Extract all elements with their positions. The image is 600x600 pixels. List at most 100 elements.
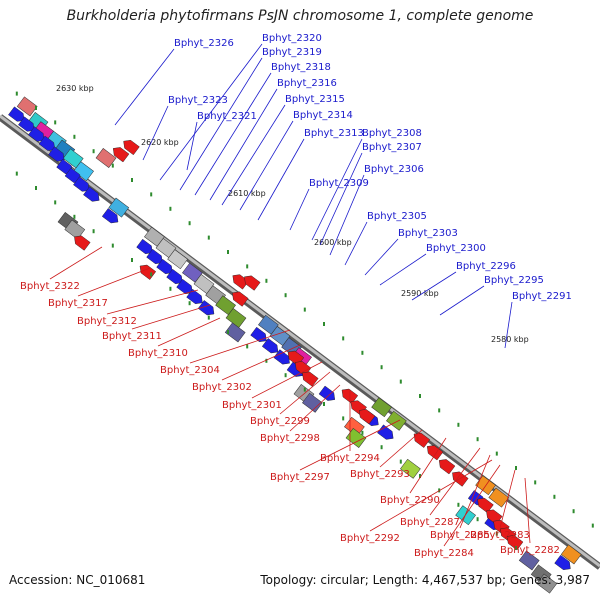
leader-line-reverse-12 — [379, 429, 423, 468]
scale-label-3: 2600 kbp — [314, 238, 352, 247]
reverse-gene-arrow-53 — [123, 139, 140, 156]
scale-tick-384-1 — [323, 322, 325, 326]
scale-tick-216-0 — [150, 272, 153, 277]
forward-gene-arrow-40 — [318, 385, 336, 401]
scale-label-5: 2580 kbp — [491, 335, 529, 344]
leader-line-reverse-0 — [49, 246, 103, 280]
leader-line-forward-4 — [179, 57, 263, 191]
scale-tick-624-0 — [476, 517, 479, 522]
reverse-gene-arrow-56 — [74, 235, 91, 251]
gene-box-49 — [560, 544, 582, 565]
gene-box-55 — [64, 219, 86, 240]
forward-gene-arrow-30 — [186, 288, 203, 305]
gene-box-41 — [371, 397, 392, 418]
leader-line-forward-18 — [439, 285, 485, 316]
scale-tick-552-1 — [457, 422, 460, 427]
forward-gene-arrow-26 — [146, 248, 163, 265]
forward-gene-arrow-36 — [250, 326, 267, 343]
forward-gene-arrow-44 — [377, 424, 394, 440]
leader-line-reverse-5 — [189, 329, 291, 364]
scale-tick-120-0 — [73, 214, 76, 219]
scale-tick-528-1 — [438, 408, 441, 413]
scale-tick-528-0 — [399, 459, 402, 464]
leader-line-reverse-13 — [409, 437, 447, 494]
leader-line-reverse-8 — [279, 371, 331, 415]
leader-line-forward-13 — [329, 174, 365, 256]
reverse-gene-arrow-76 — [452, 471, 469, 487]
scale-tick-72-1 — [73, 134, 76, 139]
scale-tick-360-0 — [265, 358, 268, 363]
leader-line-reverse-17 — [443, 464, 501, 547]
genome-summary: Topology: circular; Length: 4,467,537 bp… — [260, 573, 590, 587]
scale-tick-96-1 — [92, 149, 95, 154]
forward-gene-arrow-31 — [197, 300, 215, 316]
scale-tick-360-1 — [303, 307, 306, 312]
scale-tick-192-0 — [131, 258, 133, 262]
gene-label-forward-5: Bphyt_2318 — [271, 62, 331, 73]
gene-label-reverse-1: Bphyt_2317 — [48, 298, 108, 309]
scale-tick-192-1 — [169, 206, 172, 211]
gene-label-forward-9: Bphyt_2313 — [304, 128, 364, 139]
leader-line-forward-14 — [344, 221, 368, 266]
reverse-gene-arrow-57 — [139, 264, 157, 280]
leader-line-forward-9 — [257, 138, 305, 221]
gene-box-42 — [386, 410, 407, 431]
forward-gene-arrow-28 — [166, 268, 183, 285]
gene-label-reverse-8: Bphyt_2299 — [250, 416, 310, 427]
map-title: Burkholderia phytofirmans PsJN chromosom… — [66, 8, 534, 24]
gene-label-reverse-18: Bphyt_2283 — [470, 530, 530, 541]
scale-tick-288-1 — [246, 264, 249, 269]
reverse-gene-arrow-52 — [112, 147, 130, 163]
gene-box-0 — [16, 96, 38, 117]
scale-tick-144-1 — [131, 178, 133, 182]
reverse-gene-arrow-59 — [244, 275, 261, 291]
gene-label-reverse-2: Bphyt_2312 — [77, 316, 137, 327]
gene-label-forward-0: Bphyt_2326 — [174, 38, 234, 49]
scale-tick-576-1 — [476, 437, 479, 442]
scale-tick-264-1 — [227, 250, 229, 254]
gene-label-forward-2: Bphyt_2321 — [197, 111, 257, 122]
leader-line-reverse-3 — [131, 304, 211, 330]
scale-tick-408-0 — [303, 387, 306, 392]
scale-tick-720-1 — [591, 523, 594, 528]
leader-line-forward-6 — [209, 88, 278, 201]
gene-box-16 — [108, 197, 130, 218]
scale-label-0: 2630 kbp — [56, 84, 94, 93]
gene-label-forward-1: Bphyt_2323 — [168, 95, 228, 106]
leader-line-forward-16 — [379, 253, 427, 286]
gene-label-reverse-14: Bphyt_2287 — [400, 517, 460, 528]
leader-line-reverse-9 — [289, 384, 341, 432]
scale-tick-144-0 — [92, 229, 95, 234]
scale-tick-264-0 — [188, 301, 191, 306]
gene-label-reverse-7: Bphyt_2301 — [222, 400, 282, 411]
gene-label-reverse-0: Bphyt_2322 — [20, 281, 80, 292]
gene-label-forward-12: Bphyt_2307 — [362, 142, 422, 153]
scale-tick-168-1 — [150, 192, 153, 197]
scale-tick-48-0 — [15, 171, 18, 176]
reverse-gene-arrow-82 — [506, 535, 524, 551]
scale-tick-648-1 — [534, 480, 537, 485]
scale-tick-48-1 — [54, 120, 57, 125]
gene-label-forward-4: Bphyt_2319 — [262, 47, 322, 58]
scale-tick-312-1 — [265, 278, 268, 283]
forward-gene-arrow-37 — [261, 338, 279, 354]
gene-label-forward-15: Bphyt_2303 — [398, 228, 458, 239]
gene-label-reverse-15: Bphyt_2285 — [430, 530, 490, 541]
scale-tick-384-0 — [284, 373, 287, 378]
scale-tick-648-0 — [495, 531, 498, 536]
leader-line-forward-1 — [142, 105, 169, 161]
scale-tick-600-1 — [495, 451, 498, 456]
scale-tick-672-0 — [515, 546, 517, 550]
gene-label-reverse-5: Bphyt_2304 — [160, 365, 220, 376]
scale-tick-312-0 — [227, 330, 229, 334]
leader-line-reverse-18 — [499, 469, 516, 529]
gene-box-77 — [400, 458, 421, 479]
gene-label-reverse-19: Bphyt_2282 — [500, 545, 560, 556]
leader-line-reverse-7 — [251, 361, 323, 399]
leader-line-forward-15 — [364, 238, 399, 276]
gene-label-forward-18: Bphyt_2295 — [484, 275, 544, 286]
forward-gene-arrow-27 — [156, 258, 173, 275]
scale-tick-624-1 — [515, 466, 517, 470]
gene-label-reverse-6: Bphyt_2302 — [192, 382, 252, 393]
